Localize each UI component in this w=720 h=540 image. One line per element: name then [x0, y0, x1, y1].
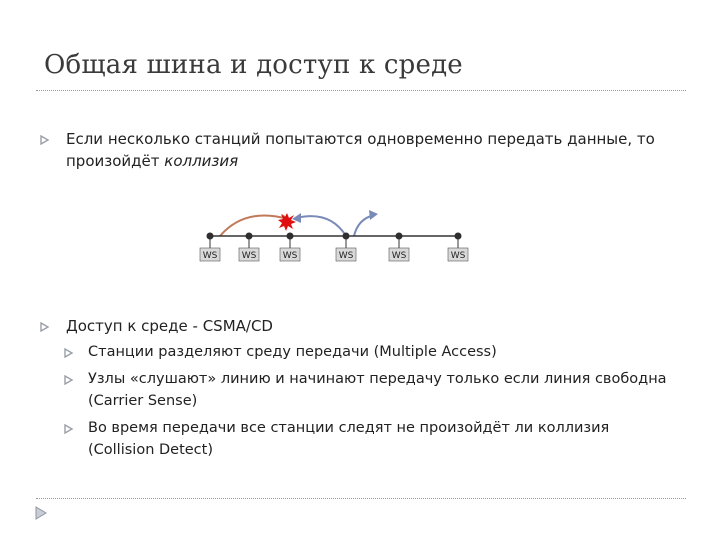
collision-burst-icon [278, 213, 296, 231]
station-box [388, 247, 410, 262]
play-next-icon[interactable] [34, 506, 48, 520]
station-4: WS [335, 232, 357, 262]
title-divider [36, 90, 686, 91]
sub-bullet-carrier-sense: Узлы «слушают» линию и начинают передачу… [88, 371, 667, 409]
station-label: WS [339, 251, 354, 261]
station-box [279, 247, 301, 262]
bus-diagram: WS WS WS WS WS [199, 210, 469, 262]
arrow-head-right [292, 213, 301, 223]
station-box [447, 247, 469, 262]
triangle-right-icon [64, 424, 74, 434]
bullet-collision-text: Если несколько станций попытаются одновр… [66, 128, 656, 172]
bullet-collision-body: Если несколько станций попытаются одновр… [66, 130, 655, 170]
bullet-csma-text: Доступ к среде - CSMA/CD [66, 317, 273, 335]
triangle-right-icon [40, 135, 50, 145]
sub-bullet-collision-detect: Во время передачи все станции следят не … [88, 420, 610, 458]
sub-bullet-multiple-access: Станции разделяют среду передачи (Multip… [88, 344, 497, 360]
triangle-right-icon [64, 348, 74, 358]
station-box [199, 247, 221, 262]
station-2: WS [238, 232, 260, 262]
station-3: WS [279, 232, 301, 262]
triangle-right-icon [40, 322, 50, 332]
collision-emphasis: коллизия [164, 152, 239, 170]
station-label: WS [242, 251, 257, 261]
station-5: WS [388, 232, 410, 262]
slide-title: Общая шина и доступ к среде [44, 50, 463, 80]
station-label: WS [283, 251, 298, 261]
arrow-head-out [369, 210, 378, 220]
transmission-arrow-left [219, 214, 289, 237]
station-box [238, 247, 260, 262]
station-label: WS [203, 251, 218, 261]
triangle-right-icon [64, 375, 74, 385]
station-box [335, 247, 357, 262]
footer-divider [36, 498, 686, 499]
station-label: WS [392, 251, 407, 261]
station-label: WS [451, 251, 466, 261]
transmission-arrow-right [295, 215, 347, 237]
station-6: WS [447, 232, 469, 262]
station-1: WS [199, 232, 221, 262]
